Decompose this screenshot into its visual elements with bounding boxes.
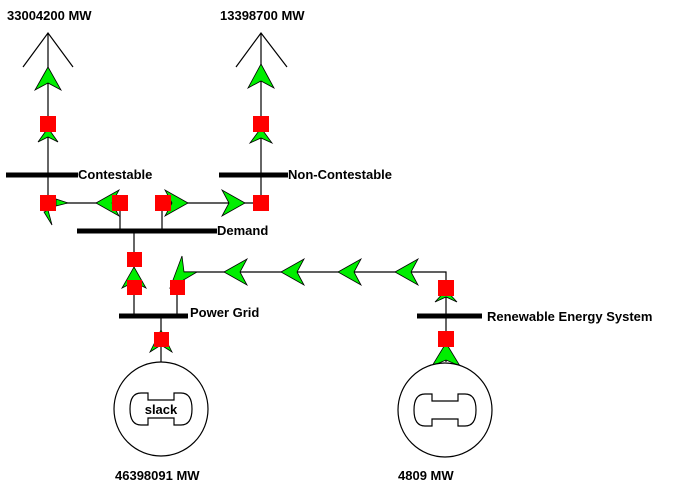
flow-arrow-up-icon [247,63,275,89]
breaker-closed[interactable] [40,195,56,211]
load-arrowhead-icon [235,31,288,68]
breaker-closed[interactable] [40,116,56,132]
breaker-closed[interactable] [438,331,454,347]
generator-renewable[interactable] [397,316,493,458]
bus-renewable-label: Renewable Energy System [487,309,652,324]
breaker-closed[interactable] [155,195,171,211]
flow-arrow-left-icon [337,257,363,287]
breaker-closed[interactable] [127,280,142,295]
generator-slack-value: 46398091 MW [115,468,200,483]
breaker-closed[interactable] [127,252,142,267]
line-demand-contestable[interactable] [40,175,128,231]
line-renewable-power-grid[interactable] [169,255,458,316]
flow-arrow-left-icon [223,257,249,287]
breaker-closed[interactable] [253,195,269,211]
line-power-grid-demand[interactable] [120,231,148,316]
flow-arrow-up-icon [431,342,461,367]
bus-non-contestable-label: Non-Contestable [288,167,392,182]
flow-arrow-up-icon [33,66,63,92]
generator-renewable-value: 4809 MW [398,468,454,483]
load-contestable[interactable] [22,31,74,175]
generator-symbol-icon [413,393,477,427]
breaker-closed[interactable] [438,280,454,296]
line-demand-non-contestable[interactable] [155,188,269,231]
generator-slack[interactable]: slack [113,316,209,457]
load-non-contestable[interactable] [235,31,288,202]
generator-slack-symbol-text: slack [145,402,178,417]
flow-arrow-right-icon [220,188,246,218]
flow-arrow-left-icon [280,257,306,287]
flow-arrow-down-icon [43,209,53,226]
generator-symbol-icon [129,392,193,426]
breaker-closed[interactable] [253,116,269,132]
flow-arrow-up-icon [248,127,274,144]
load-contestable-value: 33004200 MW [7,8,92,23]
breaker-closed[interactable] [154,332,169,347]
bus-contestable-label: Contestable [78,167,152,182]
flow-arrow-left-icon [394,257,420,287]
breaker-closed[interactable] [170,280,185,295]
load-arrowhead-icon [22,31,74,68]
flow-arrow-left-icon [55,198,70,207]
breaker-closed[interactable] [112,195,128,211]
load-non-contestable-value: 13398700 MW [220,8,305,23]
flow-arrow-up-icon [37,127,59,143]
bus-power-grid-label: Power Grid [190,305,259,320]
bus-demand-label: Demand [217,223,268,238]
